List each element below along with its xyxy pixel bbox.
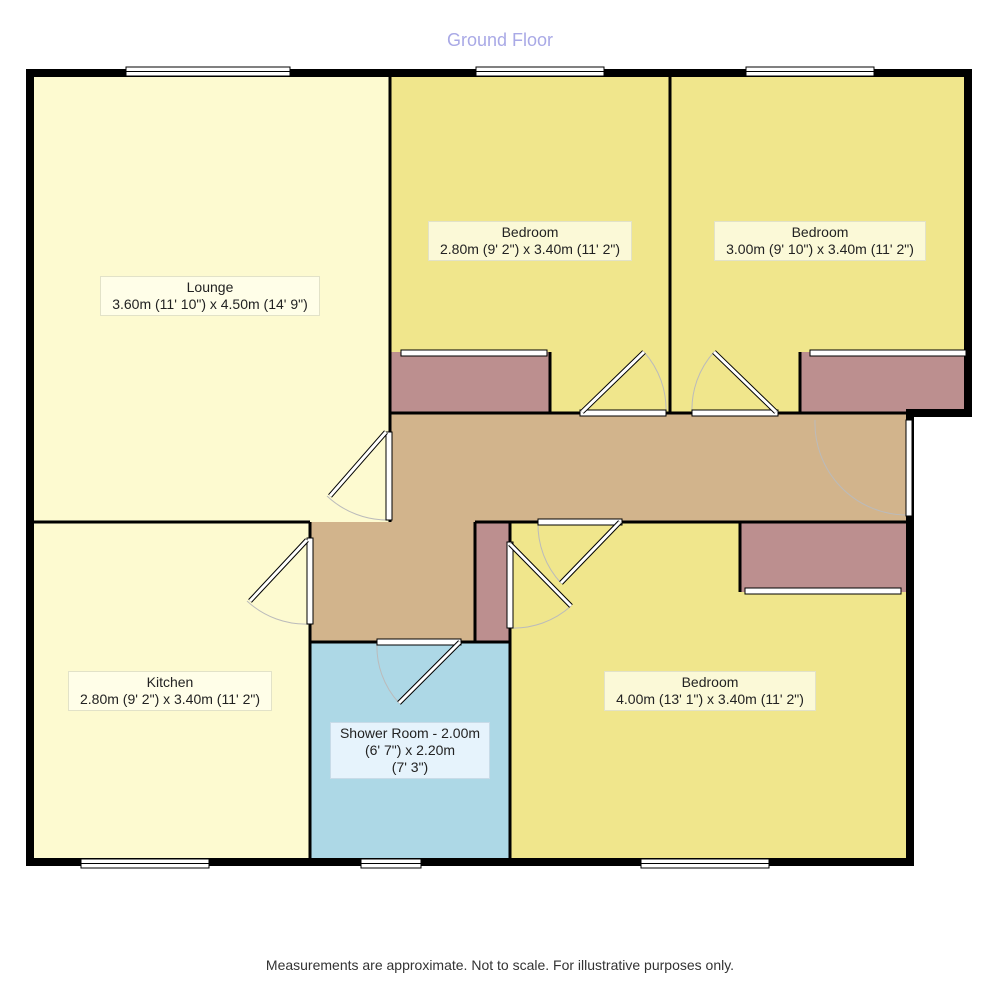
- exterior-wall: [26, 69, 972, 866]
- cupboard-bedroom-2: [800, 352, 968, 413]
- lounge-label: Lounge 3.60m (11' 10") x 4.50m (14' 9"): [100, 276, 320, 316]
- cupboard-doors: [400, 349, 967, 595]
- room-dimensions: (7' 3"): [391, 759, 429, 775]
- hallway: [310, 413, 910, 642]
- cupboard-hall: [475, 522, 510, 642]
- shower-room-label: Shower Room - 2.00m (6' 7") x 2.20m (7' …: [330, 722, 490, 779]
- room-dimensions: (6' 7") x 2.20m: [364, 742, 456, 758]
- room-dimensions: 3.60m (11' 10") x 4.50m (14' 9"): [112, 296, 308, 312]
- room-name: Lounge: [186, 279, 234, 295]
- room-dimensions: 3.00m (9' 10") x 3.40m (11' 2"): [726, 241, 914, 257]
- room-dimensions: 4.00m (13' 1") x 3.40m (11' 2"): [616, 691, 804, 707]
- room-name: Shower Room - 2.00m: [339, 725, 481, 741]
- room-dimensions: 2.80m (9' 2") x 3.40m (11' 2"): [440, 241, 620, 257]
- bedroom-1-label: Bedroom 2.80m (9' 2") x 3.40m (11' 2"): [428, 221, 632, 261]
- room-name: Bedroom: [681, 674, 739, 690]
- doors: [246, 350, 913, 705]
- interior-walls: [30, 73, 968, 862]
- room-name: Bedroom: [791, 224, 849, 240]
- room-name: Kitchen: [146, 674, 194, 690]
- bedroom-2-label: Bedroom 3.00m (9' 10") x 3.40m (11' 2"): [714, 221, 926, 261]
- cupboard-bedroom-3: [740, 522, 906, 592]
- room-dimensions: 2.80m (9' 2") x 3.40m (11' 2"): [80, 691, 260, 707]
- room-name: Bedroom: [501, 224, 559, 240]
- disclaimer-text: Measurements are approximate. Not to sca…: [265, 957, 735, 973]
- kitchen-label: Kitchen 2.80m (9' 2") x 3.40m (11' 2"): [68, 671, 272, 711]
- floor-title: Ground Floor: [446, 30, 554, 50]
- cupboard-bedroom-1: [390, 352, 550, 413]
- windows: [80, 66, 875, 869]
- bedroom-3-label: Bedroom 4.00m (13' 1") x 3.40m (11' 2"): [604, 671, 816, 711]
